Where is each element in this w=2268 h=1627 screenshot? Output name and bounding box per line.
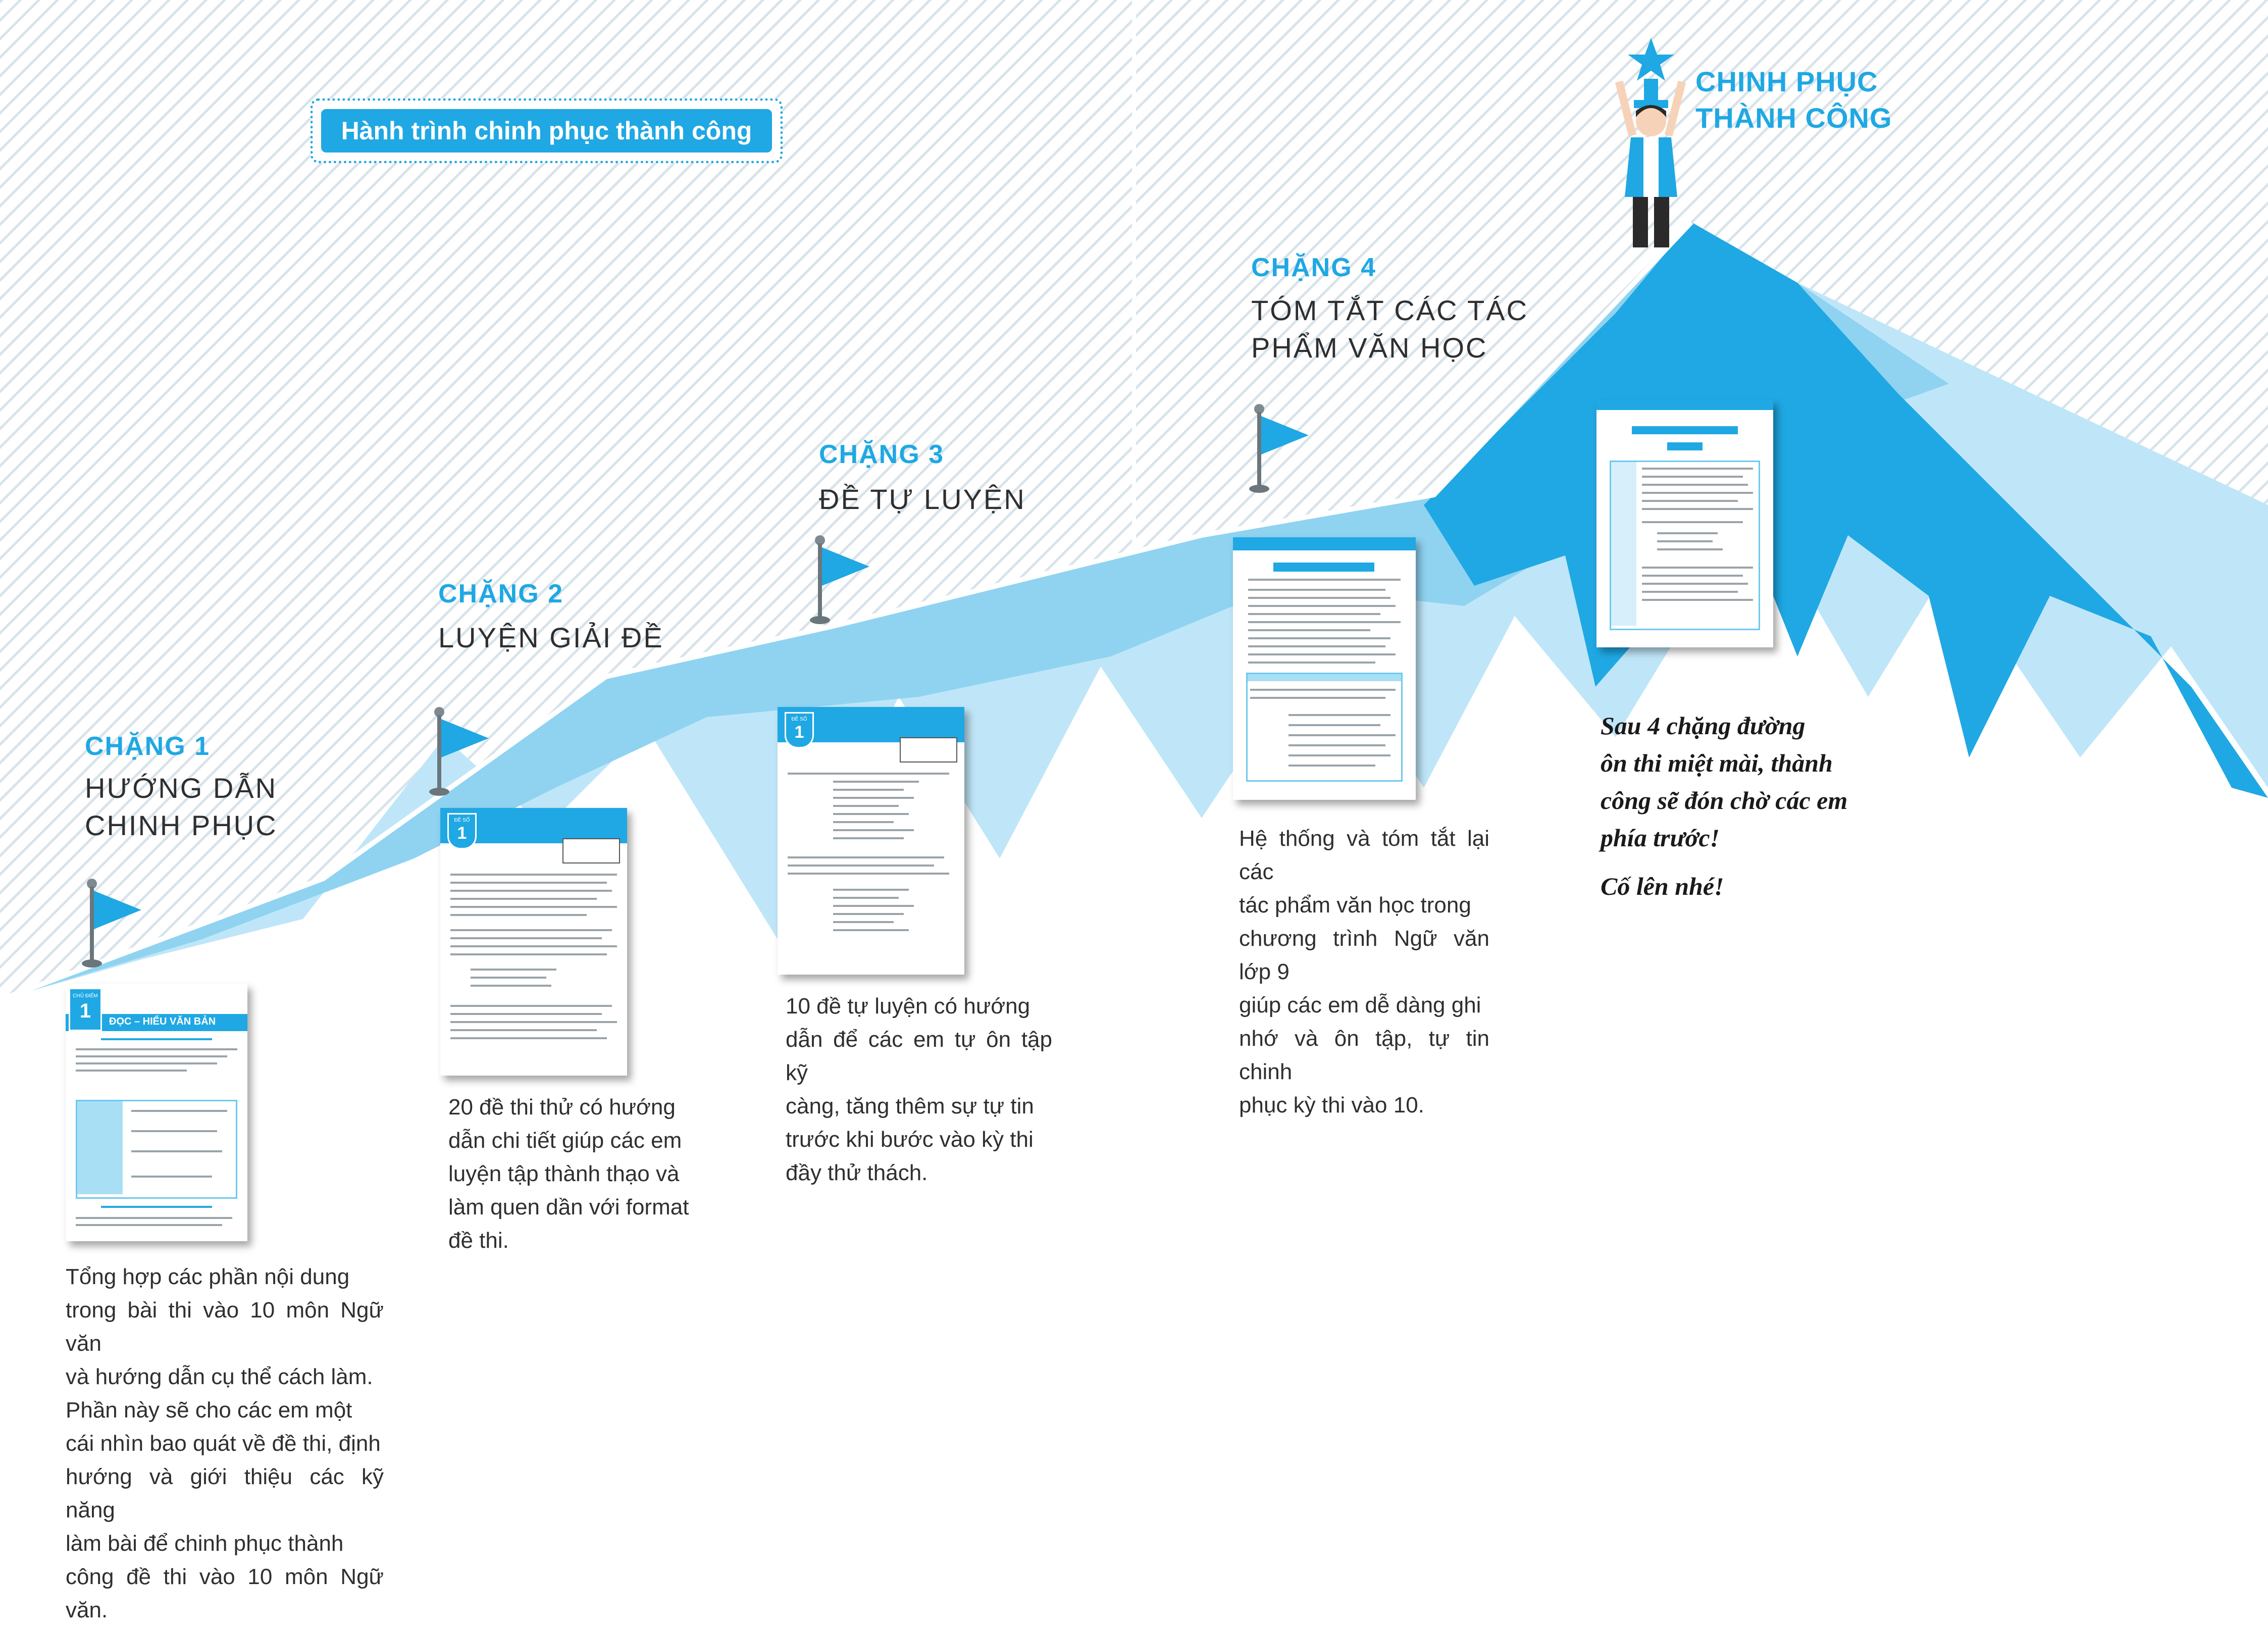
stage-2-subtitle-line-1: LUYỆN GIẢI ĐỀ: [438, 622, 664, 653]
closing-line: phía trước!: [1601, 824, 1720, 852]
stage-1-subtitle-line-2: CHINH PHỤC: [85, 809, 278, 841]
stage-2-heading: CHẶNG 2: [438, 579, 564, 608]
doc-badge-label: ĐỀ SỐ: [454, 818, 470, 823]
stage-3-page-preview: ĐỀ SỐ 1: [778, 707, 964, 975]
stage-2-description: 20 đề thi thử có hướng dẫn chi tiết giúp…: [448, 1091, 698, 1257]
climber-illustration: [1615, 38, 1686, 247]
stage-4-description: Hệ thống và tóm tắt lại các tác phẩm văn…: [1239, 822, 1489, 1122]
desc-line: chương trình Ngữ văn lớp 9: [1239, 926, 1489, 984]
desc-line: nhớ và ôn tập, tự tin chinh: [1239, 1026, 1489, 1084]
stage-4-page-preview: [1233, 537, 1416, 800]
flag-icon-stage-1: [82, 879, 141, 968]
closing-line: công sẽ đón chờ các em: [1601, 786, 1848, 815]
stage-3-description: 10 đề tự luyện có hướng dẫn để các em tự…: [786, 990, 1052, 1190]
doc-badge-label: ĐỀ SỐ: [791, 717, 807, 722]
desc-line: làm bài để chinh phục thành: [66, 1531, 344, 1556]
desc-line: Phần này sẽ cho các em một: [66, 1398, 352, 1422]
answer-page-preview: [1596, 400, 1773, 647]
closing-message: Sau 4 chặng đường ôn thi miệt mài, thành…: [1601, 707, 1914, 905]
desc-line: Tổng hợp các phần nội dung: [66, 1264, 350, 1289]
stage-3-heading: CHẶNG 3: [819, 440, 945, 469]
desc-line: trước khi bước vào kỳ thi: [786, 1127, 1034, 1152]
flag-icon-stage-3: [810, 535, 869, 624]
desc-line: Hệ thống và tóm tắt lại các: [1239, 826, 1489, 884]
desc-line: 10 đề tự luyện có hướng: [786, 994, 1030, 1019]
stage-4-subtitle-line-2: PHẨM VĂN HỌC: [1251, 332, 1488, 364]
stage-4-subtitle: TÓM TẮT CÁC TÁC PHẨM VĂN HỌC: [1251, 292, 1528, 367]
closing-line: Sau 4 chặng đường: [1601, 711, 1806, 740]
doc-header-bar: [1596, 400, 1773, 410]
desc-line: tác phẩm văn học trong: [1239, 893, 1471, 918]
mountain-mid: [0, 222, 1949, 1000]
doc-badge: CHỦ ĐIỂM 1: [69, 988, 102, 1031]
desc-line: giúp các em dễ dàng ghi: [1239, 993, 1481, 1018]
desc-line: phục kỳ thi vào 10.: [1239, 1093, 1424, 1117]
doc-badge-label: CHỦ ĐIỂM: [73, 993, 98, 999]
doc-badge: ĐỀ SỐ 1: [447, 813, 477, 849]
stage-3-subtitle: ĐỀ TỰ LUYỆN: [819, 481, 1026, 518]
desc-line: cái nhìn bao quát về đề thi, định: [66, 1431, 381, 1456]
flag-icon-stage-2: [429, 707, 489, 796]
desc-line: đề thi.: [448, 1228, 509, 1253]
desc-line: luyện tập thành thạo và: [448, 1161, 680, 1186]
doc-header-bar: [1233, 537, 1416, 550]
title-badge: Hành trình chinh phục thành công: [311, 98, 783, 163]
desc-line: hướng và giới thiệu các kỹ năng: [66, 1464, 384, 1522]
summit-line-2: THÀNH CÔNG: [1695, 102, 1892, 134]
stage-2-page-preview: ĐỀ SỐ 1: [440, 808, 627, 1076]
ridge-line: [0, 220, 1693, 1002]
mountain-summit: [1424, 222, 2268, 798]
desc-line: công đề thi vào 10 môn Ngữ văn.: [66, 1564, 384, 1622]
closing-cheer: Cố lên nhé!: [1601, 872, 1724, 900]
closing-line: ôn thi miệt mài, thành: [1601, 749, 1833, 777]
desc-line: dẫn để các em tự ôn tập kỹ: [786, 1027, 1052, 1085]
stage-2-subtitle: LUYỆN GIẢI ĐỀ: [438, 619, 664, 656]
stage-1-page-preview: ĐỌC – HIỂU VĂN BẢN CHỦ ĐIỂM 1: [66, 984, 247, 1241]
desc-line: 20 đề thi thử có hướng: [448, 1095, 676, 1120]
desc-line: dẫn chi tiết giúp các em: [448, 1128, 682, 1153]
desc-line: càng, tăng thêm sự tự tin: [786, 1094, 1034, 1118]
stage-1-subtitle-line-1: HƯỚNG DẪN: [85, 772, 278, 804]
stage-1-subtitle: HƯỚNG DẪN CHINH PHỤC: [85, 770, 278, 844]
stage-1-heading: CHẶNG 1: [85, 732, 211, 761]
stage-3-subtitle-line-1: ĐỀ TỰ LUYỆN: [819, 483, 1026, 515]
stage-4-heading: CHẶNG 4: [1251, 253, 1377, 282]
desc-line: và hướng dẫn cụ thể cách làm.: [66, 1364, 373, 1389]
doc-badge: ĐỀ SỐ 1: [785, 712, 814, 748]
doc-badge-number: 1: [794, 723, 804, 742]
doc-badge-number: 1: [457, 824, 467, 843]
flag-icon-stage-4: [1249, 404, 1309, 493]
stage-1-description: Tổng hợp các phần nội dung trong bài thi…: [66, 1260, 384, 1627]
stage-4-subtitle-line-1: TÓM TẮT CÁC TÁC: [1251, 294, 1529, 326]
doc-header-text: ĐỌC – HIỂU VĂN BẢN: [109, 1016, 216, 1027]
summit-line-1: CHINH PHỤC: [1695, 66, 1878, 97]
summit-title: CHINH PHỤC THÀNH CÔNG: [1695, 64, 1892, 136]
desc-line: trong bài thi vào 10 môn Ngữ văn: [66, 1298, 384, 1356]
doc-badge-number: 1: [79, 1000, 91, 1022]
desc-line: đầy thử thách.: [786, 1160, 928, 1185]
page-title: Hành trình chinh phục thành công: [321, 109, 772, 152]
desc-line: làm quen dần với format: [448, 1195, 689, 1219]
